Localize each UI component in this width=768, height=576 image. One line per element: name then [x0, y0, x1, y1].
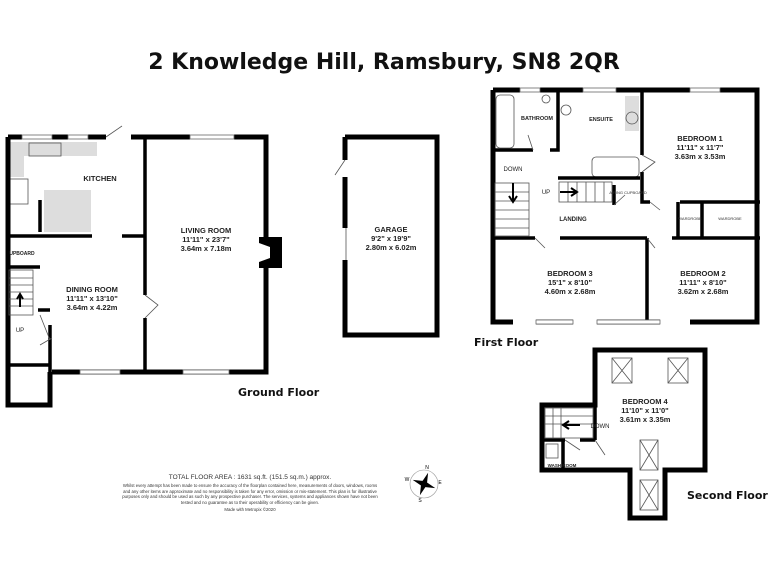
- toilet-icon: [545, 443, 559, 459]
- ground-floor-plan: UPBOARD UP KITCHEN LIVING ROOM 11'11" x …: [5, 125, 320, 408]
- room-label-airing-cupboard: AIRING CUPBOARD: [609, 190, 647, 195]
- room-dim-metric: 3.64m x 7.18m: [181, 244, 232, 253]
- room-label-bedroom4: BEDROOM 4: [622, 397, 668, 406]
- room-label-landing: LANDING: [559, 217, 587, 223]
- compass-icon: N E S W: [405, 465, 443, 504]
- stairs-first-down: [494, 182, 530, 237]
- room-dim-imperial: 11'11" x 11'7": [677, 143, 724, 152]
- ground-inner-wall: [8, 137, 147, 372]
- room-label-bedroom2: BEDROOM 2: [680, 269, 725, 278]
- room-label-wardrobe: WARDROBE: [718, 216, 742, 221]
- room-label-washroom: WASH ROOM: [548, 463, 577, 468]
- room-dim-metric: 4.60m x 2.68m: [545, 287, 596, 296]
- skylight-cross: [611, 357, 689, 511]
- stairs-second: [544, 407, 594, 439]
- window: [519, 87, 541, 93]
- floor-label-ground: Ground Floor: [238, 386, 320, 399]
- arrow-up-icon: [16, 292, 24, 307]
- garage-door: [334, 159, 347, 260]
- room-dim-metric: 2.80m x 6.02m: [366, 243, 417, 252]
- credit: Made with Metropix ©2020: [224, 507, 276, 512]
- hob-icon: [9, 178, 29, 205]
- ground-outer-wall: [5, 134, 269, 408]
- window: [21, 134, 53, 140]
- floor-label-second: Second Floor: [687, 489, 768, 502]
- sink-icon: [28, 142, 62, 157]
- room-label-dining: DINING ROOM: [66, 285, 118, 294]
- bath-icon: [591, 156, 640, 178]
- kitchen-counter: [44, 190, 91, 232]
- room-label-living: LIVING ROOM: [181, 226, 231, 235]
- garage-plan: GARAGE 9'2" x 19'9" 2.80m x 6.02m: [334, 134, 440, 338]
- window: [582, 87, 617, 93]
- door-swing: [39, 125, 159, 346]
- room-dim-imperial: 11'11" x 23'7": [182, 235, 230, 244]
- second-outer-wall: [539, 347, 708, 521]
- room-dim-imperial: 11'10" x 11'0": [621, 406, 669, 415]
- garage-wall: [342, 134, 440, 338]
- second-floor-plan: DOWN WASH ROOM BEDROOM 4 11'10" x 11'0" …: [539, 347, 768, 521]
- window: [67, 134, 89, 140]
- stairs-up-label: UP: [542, 190, 550, 196]
- second-inner-wall: [542, 405, 597, 470]
- patio-door: [189, 134, 235, 140]
- first-floor-plan: DOWN UP BATHROOM ENSUITE AIRING CUPBOARD…: [474, 87, 760, 349]
- window: [535, 319, 574, 325]
- skylight: [639, 479, 659, 511]
- toilet-icon: [560, 104, 572, 116]
- stairs-down-label: DOWN: [591, 424, 610, 430]
- toilet-icon: [541, 94, 551, 104]
- skylight: [667, 357, 689, 384]
- window: [596, 319, 661, 325]
- room-label-garage: GARAGE: [375, 225, 408, 234]
- room-dim-metric: 3.64m x 4.22m: [67, 303, 118, 312]
- room-dim-imperial: 11'11" x 8'10": [679, 278, 727, 287]
- room-label-kitchen: KITCHEN: [83, 174, 116, 183]
- compass-s: S: [418, 498, 422, 504]
- window: [182, 369, 230, 375]
- skylight: [611, 357, 633, 384]
- floor-label-first: First Floor: [474, 336, 539, 349]
- arrow-left-icon: [561, 420, 580, 430]
- bath-icon: [495, 94, 515, 149]
- door-swing: [527, 134, 661, 249]
- compass-n: N: [425, 465, 429, 471]
- room-label-bathroom: BATHROOM: [521, 116, 553, 122]
- compass-e: E: [438, 480, 442, 486]
- stairs-up-label: UP: [16, 328, 24, 334]
- room-dim-metric: 3.61m x 3.35m: [620, 415, 671, 424]
- room-dim-imperial: 9'2" x 19'9": [371, 234, 411, 243]
- window: [689, 87, 721, 93]
- basin-icon: [625, 111, 639, 125]
- property-address-title: 2 Knowledge Hill, Ramsbury, SN8 2QR: [148, 50, 620, 75]
- stairs-first-up: [558, 181, 613, 203]
- footer: TOTAL FLOOR AREA : 1631 sq.ft. (151.5 sq…: [120, 474, 380, 513]
- disclaimer: Whilst every attempt has been made to en…: [122, 483, 378, 505]
- ensuite-counter: [625, 96, 639, 131]
- room-label-ensuite: ENSUITE: [589, 117, 613, 123]
- room-label-cupboard: UPBOARD: [9, 251, 35, 257]
- room-label-wardrobe: WARDROBE: [678, 216, 702, 221]
- room-dim-metric: 3.63m x 3.53m: [675, 152, 726, 161]
- room-dim-imperial: 11'11" x 13'10": [66, 294, 118, 303]
- arrow-right-icon: [560, 187, 579, 197]
- room-label-bedroom3: BEDROOM 3: [547, 269, 592, 278]
- window: [79, 369, 121, 375]
- room-dim-metric: 3.62m x 2.68m: [678, 287, 729, 296]
- stairs-ground: [8, 269, 34, 316]
- kitchen-counter: [9, 142, 97, 156]
- fireplace: [259, 237, 282, 268]
- total-floor-area: TOTAL FLOOR AREA : 1631 sq.ft. (151.5 sq…: [168, 474, 332, 481]
- stairs-down-label: DOWN: [504, 167, 523, 173]
- skylight: [639, 439, 659, 471]
- arrow-down-icon: [508, 183, 518, 204]
- door-swing: [564, 439, 606, 456]
- first-inner-wall: [493, 90, 760, 322]
- compass-w: W: [405, 477, 410, 483]
- room-dim-imperial: 15'1" x 8'10": [548, 278, 592, 287]
- room-label-bedroom1: BEDROOM 1: [677, 134, 722, 143]
